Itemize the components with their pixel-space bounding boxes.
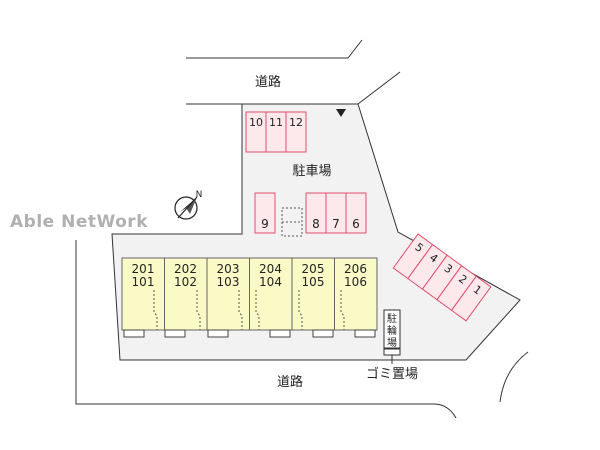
- parking-number-7: 7: [332, 217, 340, 231]
- entrance-marker: [336, 109, 346, 117]
- unit-number-upper: 204: [259, 262, 282, 276]
- unit-number-lower: 103: [217, 275, 240, 289]
- parking-space-1: [450, 275, 492, 322]
- unit-number-upper: 205: [302, 262, 325, 276]
- parking-diagonal: 5 4 3 2 1: [392, 233, 492, 322]
- watermark: Able NetWork: [10, 212, 148, 232]
- unit-number-upper: 203: [217, 262, 240, 276]
- parking-space-12: [285, 111, 307, 153]
- road-right-diagonal: [357, 71, 401, 105]
- unit-number-upper: 202: [174, 262, 197, 276]
- compass-needle-dark: [180, 197, 197, 212]
- road-right-curve: [499, 351, 529, 403]
- parking-number-8: 8: [312, 217, 320, 231]
- unit: 204 104: [259, 262, 291, 338]
- unit-step: [164, 329, 186, 338]
- unit-number-lower: 101: [132, 275, 155, 289]
- unit-step: [207, 329, 229, 338]
- unit-step: [312, 329, 334, 338]
- unit-number-upper: 206: [344, 262, 367, 276]
- parking-space-6: [345, 192, 367, 234]
- road-label-top: 道路: [255, 74, 281, 90]
- unit: 203 103: [207, 262, 240, 338]
- compass-shaft: [177, 196, 198, 219]
- garbage-box: [383, 348, 401, 356]
- parking-space-9: [254, 192, 276, 234]
- unit-number-lower: 102: [174, 275, 197, 289]
- garbage-area: ゴミ置場: [366, 348, 418, 382]
- unit: 206 106: [344, 262, 376, 338]
- road-top-edge: [186, 39, 363, 59]
- unit-divider: [153, 290, 158, 330]
- parking-number-12: 12: [289, 116, 303, 129]
- unit-number-lower: 106: [344, 275, 367, 289]
- bike-parking-char-2: 輪: [387, 324, 397, 337]
- unit-divider: [238, 290, 243, 330]
- unit-number-lower: 104: [259, 275, 282, 289]
- parking-number-10: 10: [249, 116, 263, 129]
- unit-number-lower: 105: [302, 275, 325, 289]
- unit-step: [354, 329, 376, 338]
- roads: [75, 39, 529, 419]
- building: 201 101 202 102 203 103 204 104 205: [121, 257, 378, 338]
- parking-number-9: 9: [261, 217, 269, 231]
- parking-top-row: 10 11 12: [245, 111, 307, 153]
- unit-divider: [196, 290, 201, 330]
- unit: 202 102: [164, 262, 197, 338]
- parking-middle: 9 8 7 6: [254, 192, 367, 234]
- unit: 201 101: [123, 262, 155, 338]
- bike-parking-box: [383, 309, 401, 349]
- compass-icon: N: [174, 190, 203, 220]
- unit-number-upper: 201: [132, 262, 155, 276]
- unit-step: [269, 329, 291, 338]
- bike-parking-char-1: 駐: [387, 312, 397, 325]
- bike-parking: 駐 輪 場: [383, 309, 401, 349]
- unit-step: [123, 329, 145, 338]
- bike-parking-char-3: 場: [387, 336, 397, 349]
- road-left-edge: [75, 240, 457, 419]
- parking-number-6: 6: [352, 217, 360, 231]
- road-label-bottom: 道路: [277, 374, 303, 390]
- compass-needle-light: [186, 197, 197, 214]
- unit-divider: [255, 290, 260, 330]
- unit: 205 105: [302, 262, 334, 338]
- compass-north-label: N: [196, 190, 203, 200]
- parking-number-11: 11: [269, 116, 283, 129]
- unit-divider: [340, 290, 345, 330]
- unit-divider: [298, 290, 303, 330]
- parking-lot-label: 駐車場: [292, 164, 331, 179]
- garbage-area-label: ゴミ置場: [366, 366, 418, 382]
